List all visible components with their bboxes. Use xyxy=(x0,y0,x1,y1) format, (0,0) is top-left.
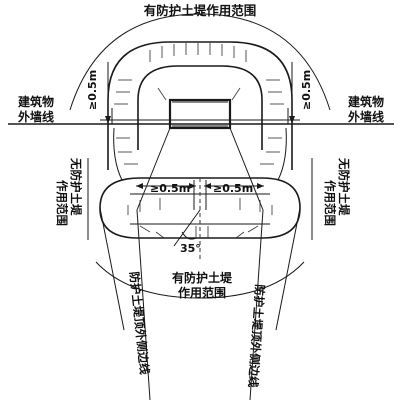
top-range-label: 有防护土堤作用范围 xyxy=(144,3,257,18)
upper-right-corner-curve xyxy=(277,127,287,181)
left-wall-label-1: 建筑物 xyxy=(17,94,54,109)
right-wall-label-2: 外墙线 xyxy=(348,109,384,124)
right-no-range-label-1: 无防护土堤 xyxy=(337,157,351,216)
dim-mid-left-label: ≥0.5m xyxy=(150,182,190,195)
angle-label: 35° xyxy=(180,242,201,255)
right-range-line-upper xyxy=(229,127,264,211)
lower-berm-hatching xyxy=(127,198,273,239)
left-no-range-label-1: 无防护土堤 xyxy=(69,157,83,216)
left-no-range-label-2: 作用范围 xyxy=(55,180,69,226)
upper-left-corner-curve xyxy=(113,127,123,181)
lower-berm-outer-outline xyxy=(99,177,301,239)
left-edge-label: 防护土堤顶外侧边线 xyxy=(127,271,152,376)
upper-berm-outer-outline xyxy=(107,41,293,170)
upper-range-arc xyxy=(69,13,331,111)
right-no-range-label-2: 作用范围 xyxy=(323,180,337,226)
dim-left-label: ≥0.5m xyxy=(86,70,99,110)
mid-range-label-1: 有防护土堤 xyxy=(172,270,233,285)
right-wall-label-1: 建筑物 xyxy=(347,94,384,109)
upper-berm-inner-outline xyxy=(137,65,263,150)
right-edge-label: 防护土堤顶外侧边线 xyxy=(246,284,267,389)
upper-berm-hatching xyxy=(114,43,284,165)
mid-range-label-2: 作用范围 xyxy=(178,285,226,300)
right-berm-edge-line xyxy=(249,209,264,401)
left-range-line-upper xyxy=(136,127,171,211)
left-wall-label-2: 外墙线 xyxy=(18,109,54,124)
left-berm-edge-line xyxy=(136,209,151,401)
lower-range-arc xyxy=(95,261,305,299)
dim-right-label: ≥0.5m xyxy=(300,70,313,110)
dim-mid-right-label: ≥0.5m xyxy=(213,182,253,195)
